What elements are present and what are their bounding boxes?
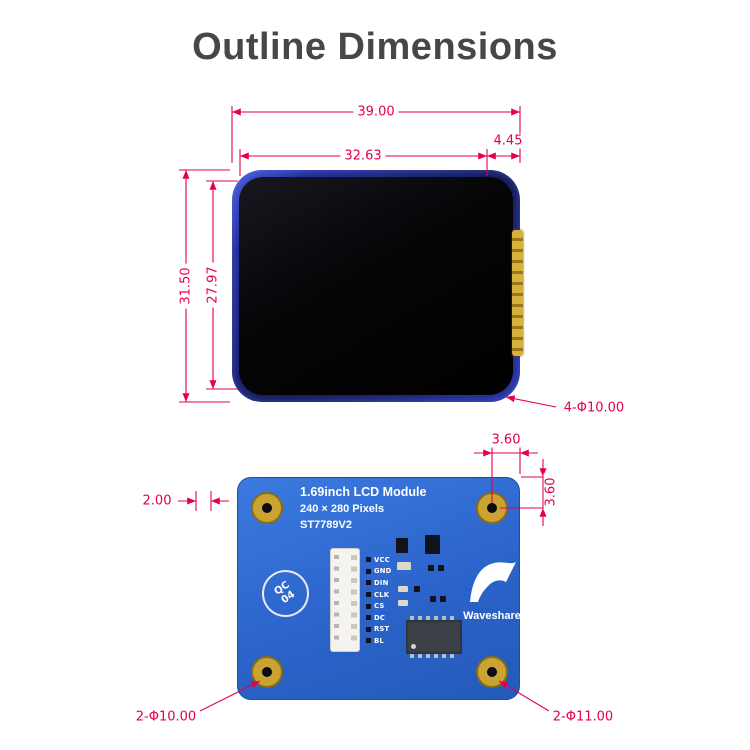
pin-label: RST <box>374 625 390 634</box>
dim-height-screen: 27.97 <box>205 262 221 308</box>
pin-row: VCC <box>366 554 392 566</box>
pin-row: DC <box>366 612 392 624</box>
mounting-hole-bottom-left <box>253 658 281 686</box>
pin-pad <box>366 626 371 632</box>
smd-component <box>396 538 408 553</box>
pin-pad <box>366 615 371 621</box>
pin-pad <box>366 603 371 609</box>
dim-200-lines <box>178 491 229 511</box>
smd-component <box>430 596 436 602</box>
jst-connector <box>330 548 360 652</box>
silkscreen-module-name: 1.69inch LCD Module <box>300 485 427 499</box>
pin-pad <box>366 557 371 563</box>
corner-radius-leader <box>505 395 557 408</box>
mounting-hole-top-right <box>478 494 506 522</box>
dim-hole-offset-side: 3.60 <box>543 473 559 511</box>
smd-component <box>440 596 446 602</box>
lcd-screen <box>239 177 513 395</box>
pin-row: RST <box>366 624 392 636</box>
mounting-hole-top-left <box>253 494 281 522</box>
waveshare-logo-icon <box>470 562 516 602</box>
holes-left-callout: 2-Φ10.00 <box>131 709 201 725</box>
pin-row: CLK <box>366 589 392 601</box>
pin-pad <box>366 568 371 574</box>
dim-edge-left: 2.00 <box>138 493 176 509</box>
pin-label: CLK <box>374 590 390 599</box>
gold-fpc-connector <box>512 230 523 356</box>
ic-chip <box>406 616 462 658</box>
smd-component <box>398 600 408 606</box>
smd-component <box>425 535 440 554</box>
pin-row: CS <box>366 600 392 612</box>
holes-right-callout: 2-Φ11.00 <box>548 709 618 725</box>
pin-row: DIN <box>366 577 392 589</box>
pin-pad <box>366 580 371 586</box>
silkscreen-resolution: 240 × 280 Pixels <box>300 503 385 515</box>
dim-width-screen: 32.63 <box>340 148 386 164</box>
corner-radius-callout: 4-Φ10.00 <box>559 400 629 416</box>
dim-height-outer: 31.50 <box>178 263 194 309</box>
dim-right-margin: 4.45 <box>489 133 527 149</box>
pin-row: GND <box>366 566 392 578</box>
pin-pad <box>366 638 371 644</box>
mounting-hole-bottom-right <box>478 658 506 686</box>
smd-component <box>414 586 420 592</box>
silkscreen-controller: ST7789V2 <box>300 519 352 531</box>
pin-label-list: VCC GND DIN CLK CS DC RST BL <box>366 554 392 647</box>
smd-component <box>428 565 434 571</box>
pin-label: BL <box>374 636 384 645</box>
pin-label: CS <box>374 602 385 611</box>
page-title: Outline Dimensions <box>192 26 558 68</box>
pin-label: VCC <box>374 555 390 564</box>
dim-width-outer: 39.00 <box>353 104 399 120</box>
pin-pad <box>366 592 371 598</box>
ic-pin1-dot <box>411 644 416 649</box>
pin-label: DIN <box>374 578 389 587</box>
pin-label: DC <box>374 613 386 622</box>
pin-label: GND <box>374 567 392 576</box>
smd-component <box>398 586 408 592</box>
brand-text: Waveshare <box>463 610 521 622</box>
qc-stamp: QC 04 <box>252 560 319 627</box>
pcb-back-view: 1.69inch LCD Module 240 × 280 Pixels ST7… <box>237 477 521 700</box>
smd-component <box>438 565 444 571</box>
pin-row: BL <box>366 635 392 647</box>
lcd-module-front-view <box>232 170 523 402</box>
dim-hole-offset-top: 3.60 <box>487 432 525 448</box>
smd-component <box>397 562 411 570</box>
